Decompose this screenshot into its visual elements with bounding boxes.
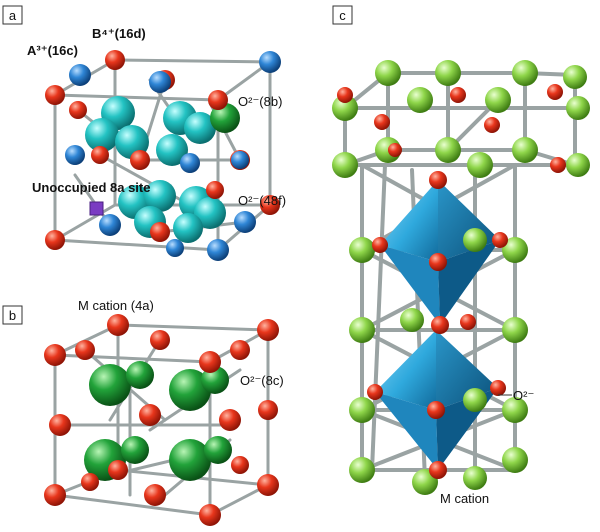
- panel-a-vacancy-marker: [89, 201, 104, 216]
- panel-b-red-spheres: [44, 314, 279, 526]
- panel-b-letter-box: [2, 305, 23, 325]
- panel-a-b-site-label: B⁴⁺(16d): [92, 26, 146, 41]
- panel-a-o8b-sphere: [210, 103, 240, 133]
- panel-a: a: [2, 5, 286, 261]
- panel-b-o8c-label: O²⁻(8c): [240, 373, 284, 388]
- panel-a-unoccupied-label: Unoccupied 8a site: [32, 180, 150, 195]
- panel-c-m-cation-label: M cation: [440, 491, 489, 506]
- panel-c-oxygen-spheres: [337, 84, 566, 479]
- panel-b-letter: b: [9, 308, 16, 323]
- panel-c-octahedron-lower: [375, 330, 498, 470]
- panel-c-octahedron-upper: [380, 180, 500, 325]
- panel-a-blue-spheres: [65, 51, 281, 261]
- panel-a-o8b-label: O²⁻(8b): [238, 94, 282, 109]
- panel-a-o48f-label: O²⁻(48f): [238, 193, 286, 208]
- panel-a-letter: a: [9, 8, 17, 23]
- panel-a-letter-box: [2, 5, 23, 25]
- panel-b-m-cation-label: M cation (4a): [78, 298, 154, 313]
- panel-c-o2-label: O²⁻: [513, 388, 534, 403]
- panel-a-a-site-label: A³⁺(16c): [27, 43, 78, 58]
- panel-c: c: [332, 5, 590, 506]
- panel-c-letter-box: [332, 5, 353, 25]
- panel-b: b: [2, 298, 284, 526]
- panel-c-letter: c: [339, 8, 346, 23]
